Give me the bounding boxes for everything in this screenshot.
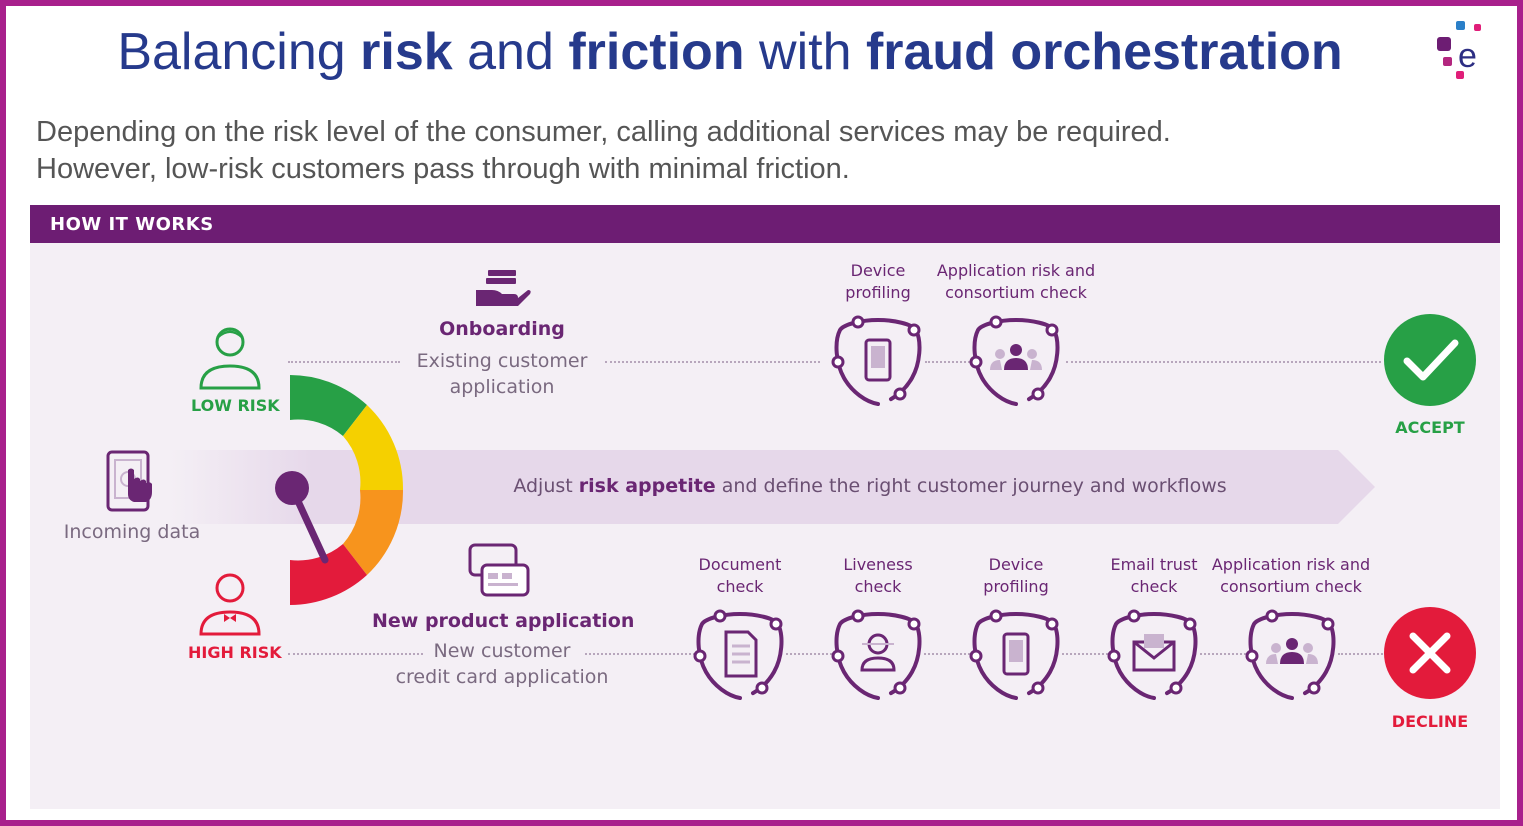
- check-label: Application risk and consortium check: [926, 260, 1106, 304]
- onboarding-desc-line-2: application: [449, 376, 555, 398]
- check-label-line-1: Device: [850, 261, 906, 280]
- decline-label: DECLINE: [1391, 712, 1469, 731]
- connector-line: [288, 653, 423, 655]
- section-header: HOW IT WORKS: [30, 205, 1500, 243]
- new-product-description: New customer credit card application: [382, 638, 622, 690]
- connector-line: [924, 653, 970, 655]
- subtitle: Depending on the risk level of the consu…: [36, 114, 1171, 188]
- liveness-check-icon: [831, 609, 922, 700]
- subtitle-line-2: However, low-risk customers pass through…: [36, 153, 850, 185]
- high-risk-person-icon: [199, 573, 261, 636]
- check-label-line-1: Email trust: [1110, 555, 1198, 574]
- incoming-data-label: Incoming data: [63, 521, 201, 543]
- check-label-line-1: Liveness: [843, 555, 913, 574]
- connector-line: [786, 653, 832, 655]
- consortium-check-icon: [1245, 609, 1336, 700]
- subtitle-line-1: Depending on the risk level of the consu…: [36, 116, 1171, 148]
- check-label-line-2: check: [854, 577, 902, 596]
- onboarding-desc-line-1: Existing customer: [416, 350, 588, 372]
- page-title: Balancing risk and friction with fraud o…: [117, 23, 1343, 81]
- check-label: Device profiling: [946, 554, 1086, 598]
- onboarding-title: Onboarding: [439, 318, 565, 340]
- check-label-line-1: Application risk and: [1211, 555, 1371, 574]
- connector-line: [1338, 653, 1383, 655]
- check-label-line-1: Document: [698, 555, 782, 574]
- check-label: Email trust check: [1084, 554, 1224, 598]
- risk-gauge: [275, 375, 404, 605]
- connector-line: [925, 361, 970, 363]
- check-label-line-2: check: [1130, 577, 1178, 596]
- experian-logo-icon: e: [1437, 21, 1481, 79]
- connector-line: [605, 361, 820, 363]
- hand-money-icon: [476, 270, 531, 306]
- credit-card-icon: [468, 543, 530, 597]
- tablet-tap-icon: [106, 450, 152, 512]
- risk-appetite-arrow: [170, 450, 1375, 524]
- connector-line: [1062, 653, 1108, 655]
- check-label-line-2: consortium check: [1220, 577, 1362, 596]
- connector-line: [1066, 361, 1381, 363]
- new-product-desc-line-1: New customer: [433, 640, 571, 662]
- svg-text:e: e: [1458, 37, 1477, 75]
- section-header-label: HOW IT WORKS: [50, 214, 214, 235]
- high-risk-label: HIGH RISK: [188, 643, 282, 662]
- check-label-line-2: check: [716, 577, 764, 596]
- check-label-line-2: consortium check: [945, 283, 1087, 302]
- check-label: Device profiling: [808, 260, 948, 304]
- accept-label: ACCEPT: [1395, 418, 1465, 437]
- check-label-line-1: Device: [988, 555, 1044, 574]
- email-trust-check-icon: [1107, 609, 1198, 700]
- new-product-desc-line-2: credit card application: [395, 666, 609, 688]
- low-risk-label: LOW RISK: [191, 396, 280, 415]
- check-label-line-2: profiling: [983, 577, 1049, 596]
- device-profiling-check-icon: [969, 609, 1060, 700]
- accept-check-icon: [1384, 314, 1476, 406]
- connector-line: [585, 653, 695, 655]
- diagram-panel: [30, 243, 1500, 809]
- check-label-line-1: Application risk and: [936, 261, 1096, 280]
- low-risk-person-icon: [199, 327, 261, 390]
- onboarding-description: Existing customer application: [402, 348, 602, 400]
- check-label: Liveness check: [808, 554, 948, 598]
- connector-line: [1200, 653, 1246, 655]
- document-check-icon: [693, 609, 784, 700]
- arrow-caption: Adjust risk appetite and define the righ…: [513, 475, 1227, 497]
- new-product-title: New product application: [372, 610, 635, 632]
- check-label: Application risk and consortium check: [1201, 554, 1381, 598]
- check-label-line-2: profiling: [845, 283, 911, 302]
- check-label: Document check: [670, 554, 810, 598]
- consortium-check-icon: [969, 315, 1060, 406]
- connector-line: [288, 361, 400, 363]
- decline-x-icon: [1384, 607, 1476, 699]
- device-profiling-check-icon: [831, 315, 922, 406]
